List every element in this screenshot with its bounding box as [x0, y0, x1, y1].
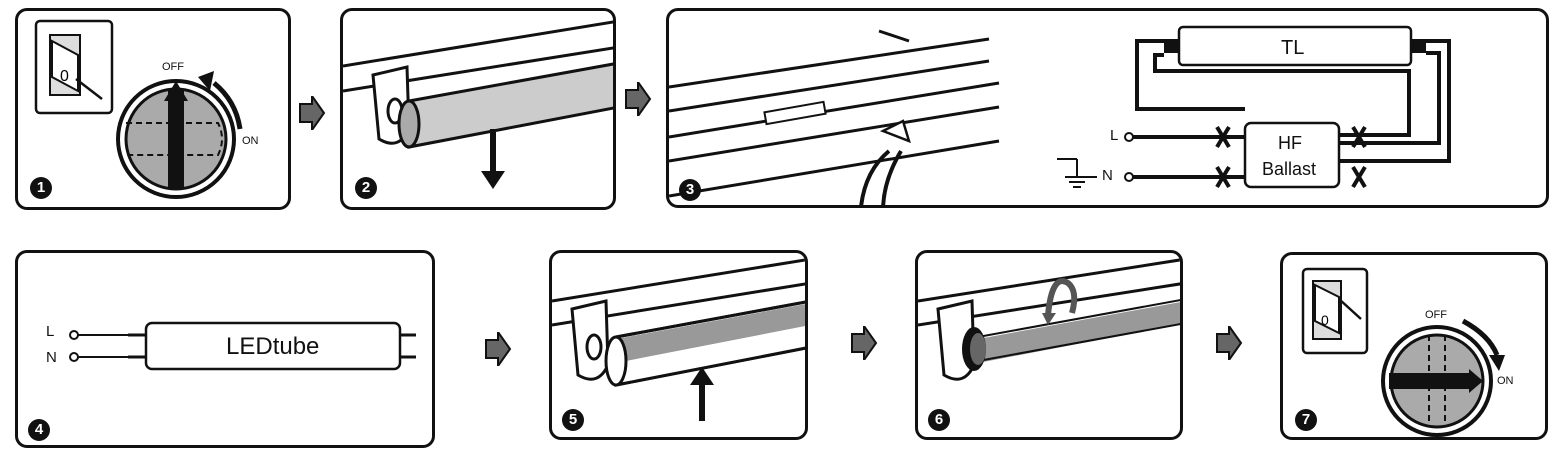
step-4-panel: L N LEDtube 4: [15, 250, 435, 448]
on-label: ON: [1497, 375, 1514, 387]
l-label: L: [1110, 127, 1119, 144]
step-number-5: 5: [562, 409, 584, 431]
ballast-hf-label: HF: [1278, 133, 1302, 153]
rotate-ledtube-illustration: [918, 258, 1180, 381]
step-number-4: 4: [28, 419, 50, 441]
ballast-label: Ballast: [1262, 159, 1317, 179]
on-label: ON: [242, 135, 259, 147]
rewire-illustration: [669, 25, 1451, 205]
next-arrow-icon: [624, 78, 652, 121]
step-5-panel: 5: [549, 250, 808, 440]
n-label: N: [46, 349, 57, 366]
next-arrow-icon: [484, 328, 512, 371]
step-number-3: 3: [679, 179, 701, 201]
off-label: OFF: [1425, 309, 1447, 321]
next-arrow-icon: [850, 322, 878, 365]
step-3-panel: TL L N HF Ballast 3: [666, 8, 1549, 208]
l-label: L: [46, 323, 55, 340]
svg-text:0: 0: [60, 68, 69, 85]
next-arrow-icon: [1215, 322, 1243, 365]
insert-ledtube-illustration: [552, 258, 805, 421]
ledtube-label: LEDtube: [226, 333, 320, 360]
svg-text:0: 0: [1321, 312, 1329, 328]
step-number-7: 7: [1295, 409, 1317, 431]
remove-tube-illustration: [343, 20, 613, 189]
step-7-panel: 0 OFF ON 7: [1280, 252, 1548, 440]
tl-label: TL: [1281, 37, 1305, 59]
step-1-panel: 0 OFF ON 1: [15, 8, 291, 210]
n-label: N: [1102, 167, 1113, 184]
ledtube-wiring-diagram: [69, 321, 416, 371]
step-number-1: 1: [30, 177, 52, 199]
switch-on-illustration: 0: [1301, 267, 1505, 437]
off-label: OFF: [162, 61, 184, 73]
step-number-6: 6: [928, 409, 950, 431]
step-6-panel: 6: [915, 250, 1183, 440]
step-2-panel: 2: [340, 8, 616, 210]
switch-off-illustration: 0: [34, 19, 243, 199]
step-number-2: 2: [355, 177, 377, 199]
next-arrow-icon: [298, 92, 326, 135]
